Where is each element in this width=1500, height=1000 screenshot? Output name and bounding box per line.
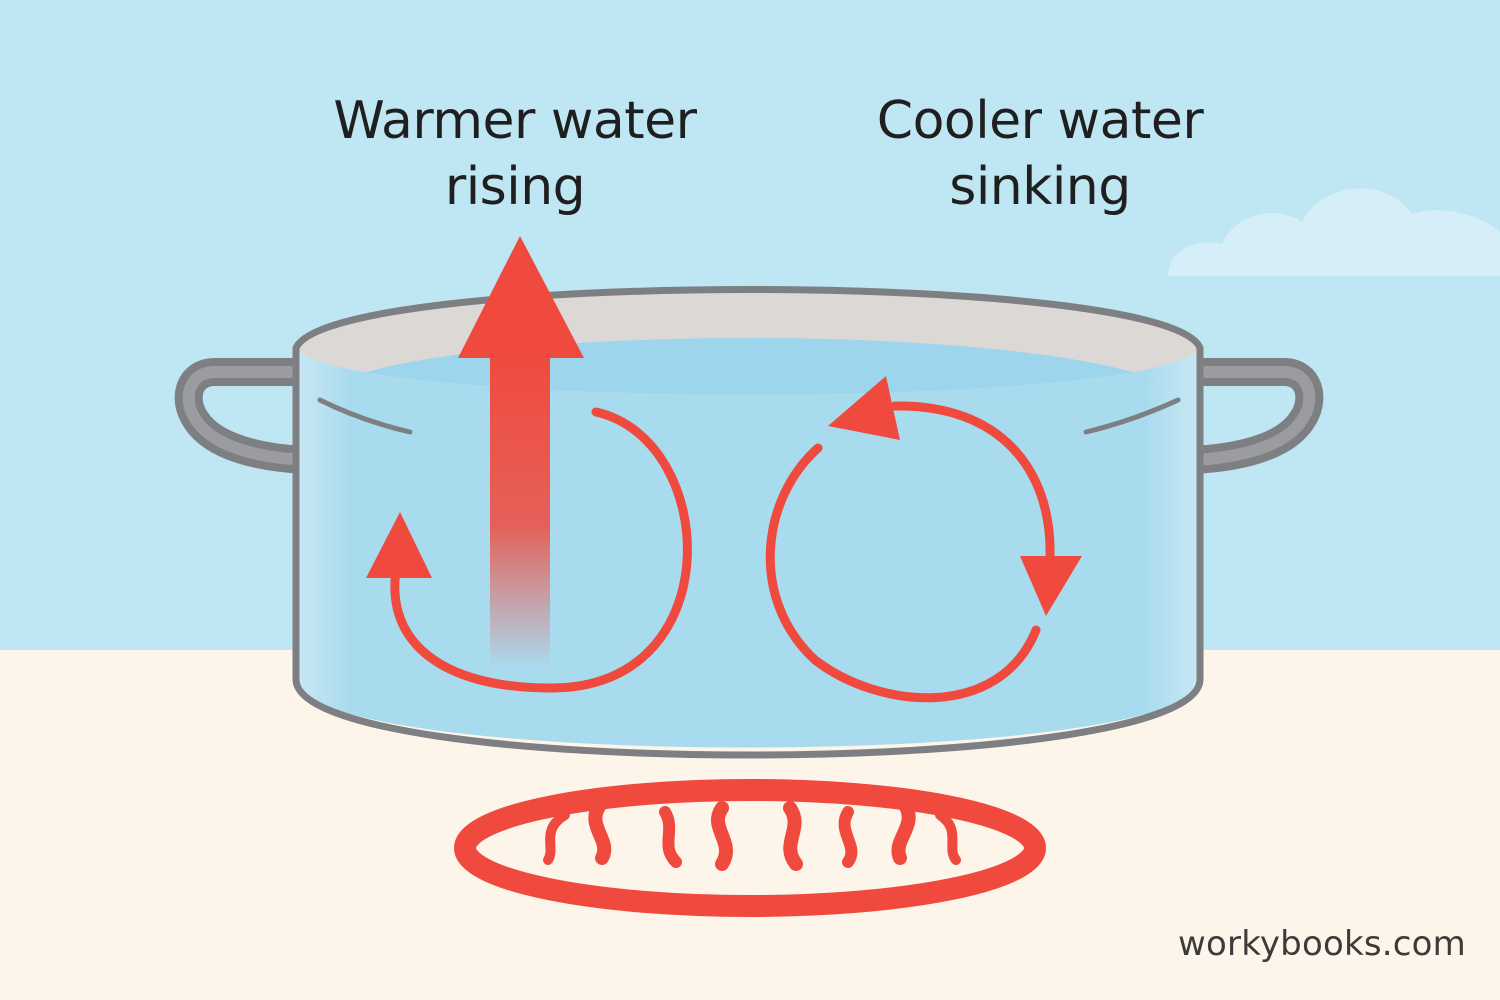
up-arrow-icon [458,236,584,668]
watermark: workybooks.com [1178,924,1466,964]
pot-icon [174,286,1324,759]
warm-label-line1: Warmer water [333,91,697,151]
warm-water-label: Warmer water rising [290,88,740,220]
circular-arrow-icon [765,376,1082,703]
warm-label-line2: rising [444,157,586,217]
circular-arrow-icon [366,407,692,693]
cool-label-line1: Cooler water [876,91,1204,151]
burner-flame-icon [454,779,1046,917]
cool-label-line2: sinking [949,157,1131,217]
cloud-icon [1168,188,1500,276]
cool-water-label: Cooler water sinking [820,88,1260,220]
